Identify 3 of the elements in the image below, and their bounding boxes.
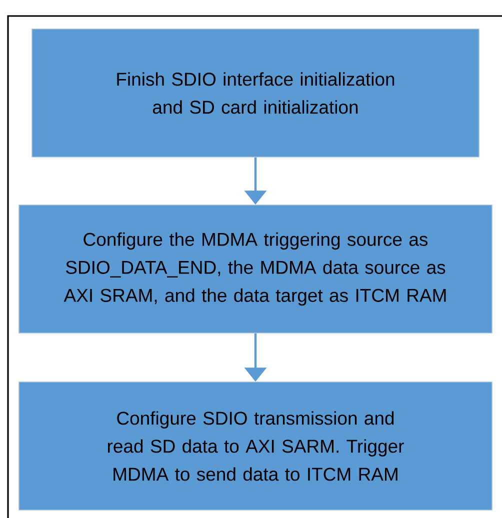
process-box: Finish SDIO interface initialization and SD card initialization — [32, 28, 480, 158]
process-box: Configure SDIO transmission and read SD data to AXI SARM. Trigger MDMA to send data to ITCM RAM — [18, 382, 492, 510]
process-box: Configure the MDMA triggering source as SDIO_DATA_END, the MDMA data source as AXI SRAM, and the data target as ITCM RAM — [18, 204, 492, 334]
